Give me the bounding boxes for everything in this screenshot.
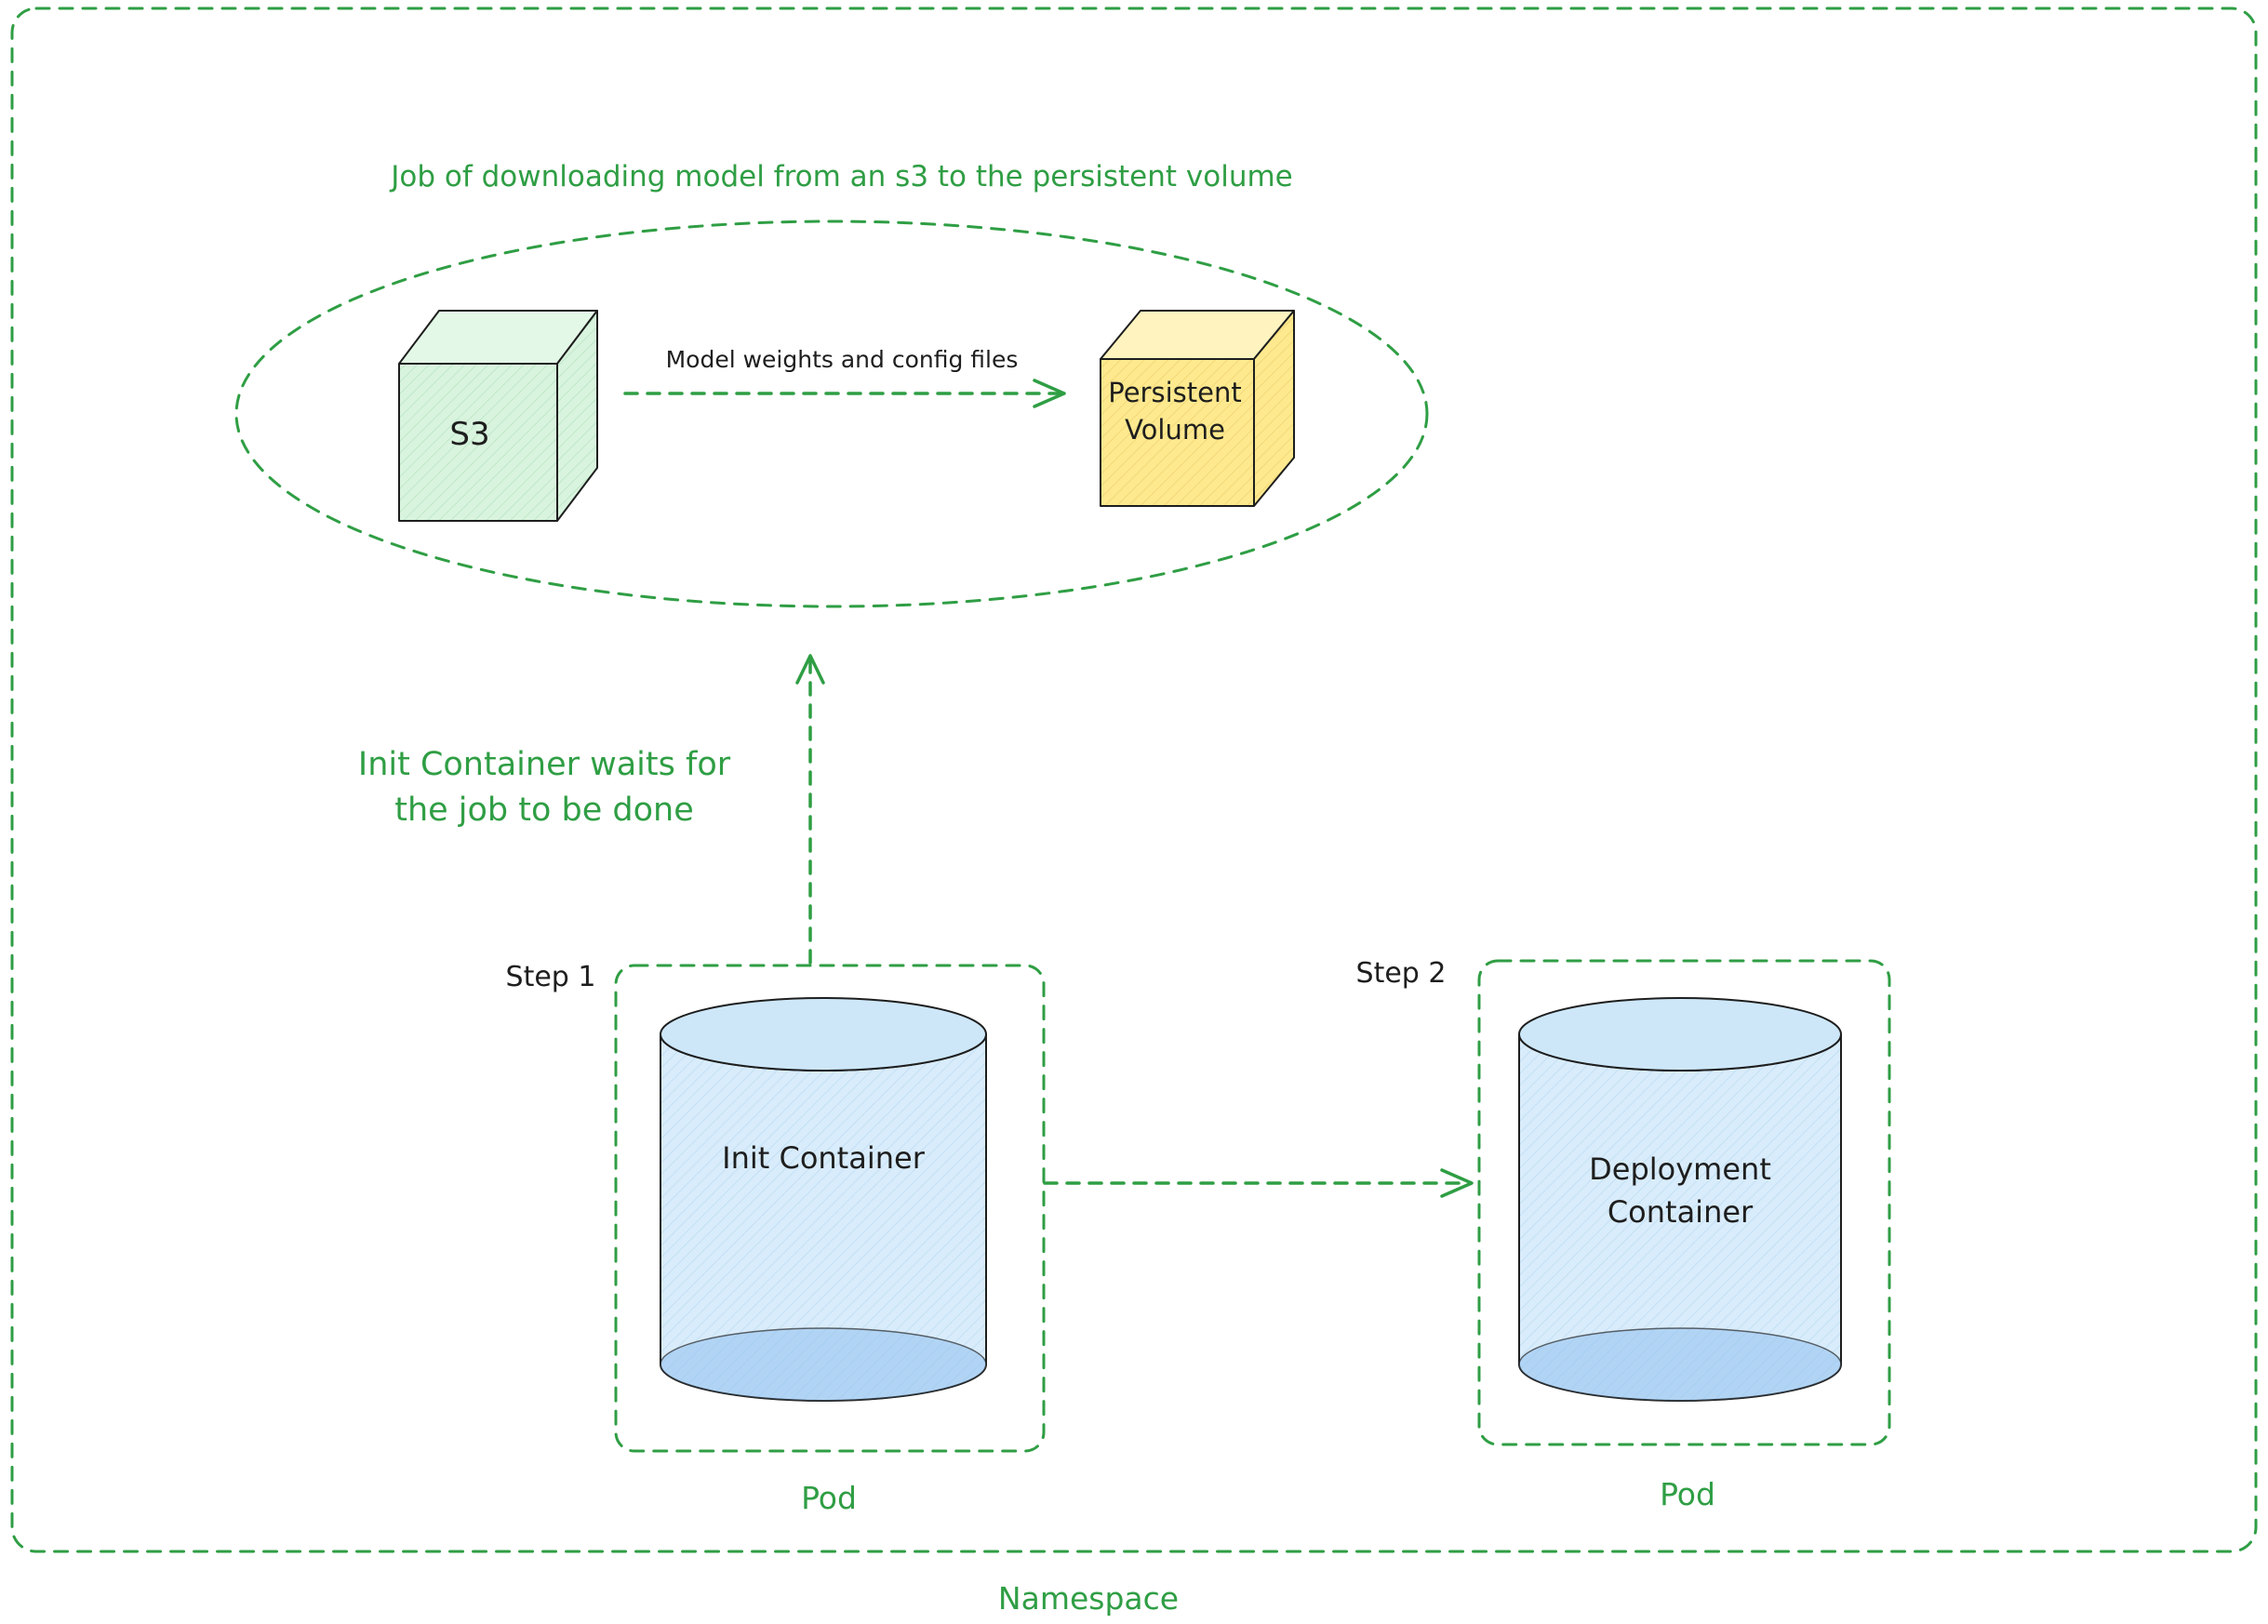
step1-pod-box <box>614 964 1046 1453</box>
step1-label: Step 1 <box>506 961 596 993</box>
wait-arrowhead-icon <box>795 654 825 685</box>
model-transfer-arrowhead-icon <box>1033 379 1066 408</box>
step1-pod-label: Pod <box>801 1480 857 1516</box>
namespace-label: Namespace <box>998 1580 1179 1617</box>
persistent-volume-cube: Persistent Volume <box>1100 310 1295 507</box>
deployment-container-cylinder: Deployment Container <box>1518 997 1842 1402</box>
s3-cube-front-face <box>398 363 558 522</box>
step2-pod-label: Pod <box>1660 1476 1715 1512</box>
wait-note-line2: the job to be done <box>394 792 694 829</box>
wait-note-line1: Init Container waits for <box>358 746 731 783</box>
init-container-cylinder: Init Container <box>660 997 987 1402</box>
wait-arrow <box>795 654 825 965</box>
s3-label: S3 <box>449 416 489 453</box>
job-ellipse <box>234 220 1429 608</box>
model-transfer-arrow: Model weights and config files <box>623 346 1066 408</box>
init-container-cylinder-top <box>660 997 987 1072</box>
pv-cube-front-face <box>1100 358 1255 507</box>
model-transfer-arrow-label: Model weights and config files <box>666 346 1019 373</box>
step-arrow <box>1043 1168 1474 1198</box>
pv-label-line2: Volume <box>1125 414 1225 446</box>
init-container-label: Init Container <box>722 1140 926 1176</box>
step2-label: Step 2 <box>1356 957 1447 990</box>
step-arrowhead-icon <box>1440 1168 1474 1198</box>
job-title: Job of downloading model from an s3 to t… <box>389 160 1293 193</box>
deployment-container-label-line1: Deployment <box>1589 1151 1771 1187</box>
s3-cube: S3 <box>398 310 598 522</box>
pv-label-line1: Persistent <box>1108 377 1241 408</box>
deployment-container-cylinder-bottom <box>1518 1327 1842 1402</box>
init-container-cylinder-bottom <box>660 1327 987 1402</box>
deployment-container-cylinder-top <box>1518 997 1842 1072</box>
step2-pod-box <box>1477 959 1891 1446</box>
deployment-container-label-line2: Container <box>1608 1194 1754 1230</box>
namespace-boundary <box>10 7 2258 1553</box>
